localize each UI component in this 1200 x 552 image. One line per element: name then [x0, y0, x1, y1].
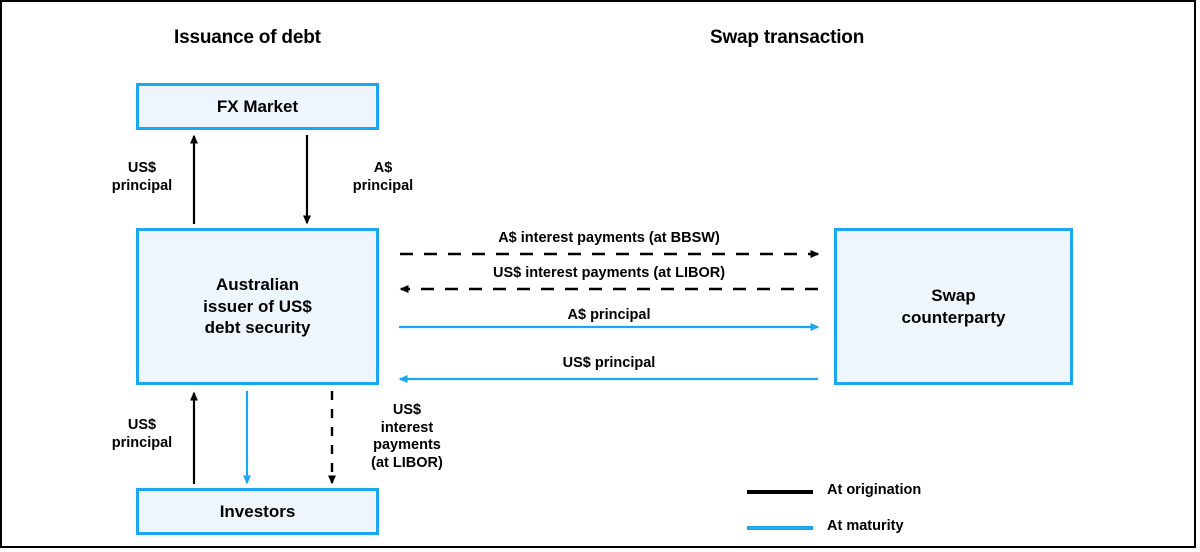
flow-label-issuer-us-interest-line2: interest [380, 419, 434, 436]
node-issuer-label-line2: issuer of US$ [203, 296, 312, 316]
flow-label-investors-us-principal: US$ principal [98, 417, 186, 452]
node-investors[interactable]: Investors [136, 488, 379, 535]
flow-label-issuer-us-interest-line3: payments [373, 437, 441, 454]
flow-label-issuer-us-interest-line4: (at LIBOR) [371, 455, 443, 472]
flow-label-issuer-us-interest-line1: US$ [392, 402, 422, 418]
flow-label-fx-us-principal-line1: US$ [127, 160, 157, 176]
legend-swatch-maturity [747, 526, 813, 530]
legend-swatch-origination [747, 490, 813, 494]
section-title-swap: Swap transaction [710, 27, 865, 48]
node-fx-market[interactable]: FX Market [136, 83, 379, 130]
flow-label-fx-a-principal-line2: principal [352, 177, 414, 194]
legend-label-origination: At origination [827, 482, 922, 498]
flow-label-issuer-us-interest: US$ interest payments (at LIBOR) [347, 402, 467, 473]
flow-label-investors-us-principal-line2: principal [111, 434, 173, 451]
node-issuer-label-line3: debt security [204, 318, 311, 338]
flow-label-swap-us-principal: US$ principal [562, 355, 656, 371]
node-fx-market-label: FX Market [216, 96, 299, 116]
flow-label-fx-us-principal: US$ principal [98, 160, 186, 195]
node-swap-counterparty[interactable]: Swap counterparty [834, 228, 1073, 385]
flow-label-swap-a-interest: A$ interest payments (at BBSW) [498, 230, 720, 246]
node-counterparty-label-line2: counterparty [901, 307, 1006, 327]
flow-label-fx-a-principal-line1: A$ [373, 160, 393, 176]
flow-label-swap-us-interest: US$ interest payments (at LIBOR) [492, 265, 726, 281]
flow-label-fx-a-principal: A$ principal [339, 160, 427, 195]
flow-label-investors-us-principal-line1: US$ [127, 417, 157, 433]
node-australian-issuer[interactable]: Australian issuer of US$ debt security [136, 228, 379, 385]
node-investors-label: Investors [219, 501, 296, 521]
node-counterparty-label-line1: Swap [931, 285, 976, 305]
section-title-issuance: Issuance of debt [174, 27, 321, 48]
node-issuer-label-line1: Australian [215, 274, 300, 294]
legend-label-maturity: At maturity [827, 518, 904, 534]
flow-label-fx-us-principal-line2: principal [111, 177, 173, 194]
flow-label-swap-a-principal: A$ principal [567, 307, 651, 323]
